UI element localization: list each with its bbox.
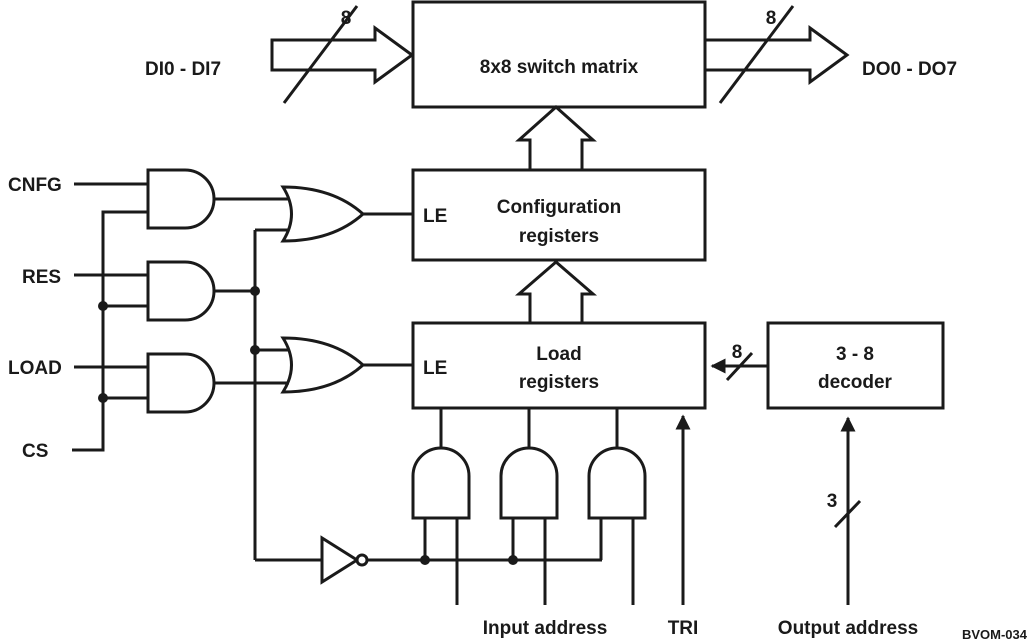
load-registers-box [411,321,707,410]
output-address-bus-width: 3 [827,491,838,512]
decoder-line2: decoder [818,372,893,393]
data-in-bus-slash [282,5,359,104]
load-registers-le: LE [423,358,447,379]
data-out-label: DO0 - DO7 [862,59,957,80]
decoder-line1: 3 - 8 [836,344,874,365]
and-gate-bottom-2 [499,446,559,520]
cs-junction-res [98,301,108,311]
config-to-matrix-arrow [515,104,597,170]
and-gate-load [146,352,216,414]
data-in-bus-width: 8 [341,8,352,29]
load-label: LOAD [8,358,62,379]
or-gate-load [280,336,366,394]
load-registers-line1: Load [536,344,581,365]
data-out-bus-slash [718,5,795,104]
figure-id: BVOM-034 [962,627,1028,642]
or-gate-config [280,185,366,243]
and-gate-cnfg [146,168,216,230]
reset-junction-bottom [250,345,260,355]
load-to-config-arrow [514,260,598,323]
output-address-slash [833,499,862,529]
inverter-gate [320,535,360,585]
cs-junction-load [98,393,108,403]
decoder-output-bus-slash [725,351,754,382]
data-out-bus-width: 8 [766,8,777,29]
and-gate-bottom-1 [411,446,471,520]
switch-matrix-box [411,0,707,109]
cnfg-label: CNFG [8,175,62,196]
decoder-box [766,321,945,410]
switch-matrix-label: 8x8 switch matrix [480,57,639,78]
res-label: RES [22,267,61,288]
and-gate-bottom-3 [587,446,647,520]
decoder-output-bus-width: 8 [732,342,743,363]
data-out-bus-arrow [703,25,850,85]
tri-label: TRI [668,618,699,639]
reset-junction-top [250,286,260,296]
data-in-bus-arrow [270,25,415,85]
output-address-label: Output address [778,618,918,639]
configuration-registers-line2: registers [519,226,599,247]
load-registers-line2: registers [519,372,599,393]
data-in-label: DI0 - DI7 [145,59,221,80]
cs-wire [72,210,148,452]
configuration-registers-le: LE [423,206,447,227]
input-address-label: Input address [483,618,608,639]
cs-label: CS [22,441,48,462]
inverter-bubble [355,553,369,567]
configuration-registers-line1: Configuration [497,197,622,218]
and-gate-res [146,260,216,322]
